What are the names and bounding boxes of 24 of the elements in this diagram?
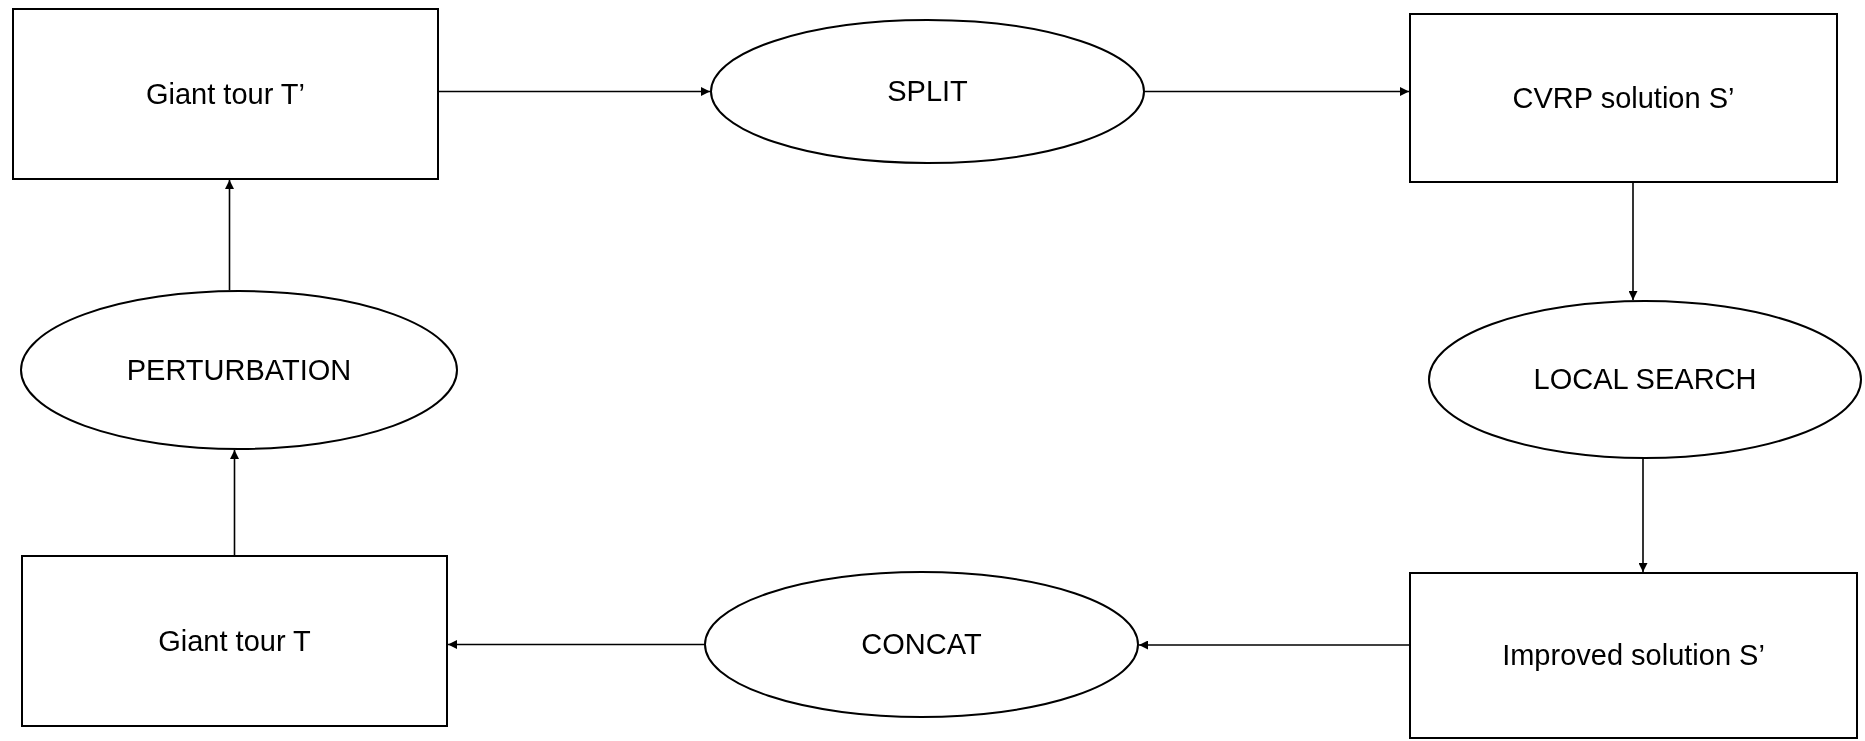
- process-box: [1409, 13, 1838, 183]
- arrow: [1638, 458, 1648, 573]
- node-label: Giant tour T: [158, 624, 311, 658]
- node-label: PERTURBATION: [126, 353, 352, 387]
- process-ellipse: [710, 19, 1145, 164]
- node-label: SPLIT: [887, 75, 968, 108]
- arrow: [1138, 640, 1410, 650]
- arrow: [1628, 182, 1638, 301]
- process-ellipse: [20, 290, 458, 450]
- node-label: CVRP solution S’: [1512, 81, 1735, 115]
- process-box: [21, 555, 448, 727]
- node-label: Improved solution S’: [1502, 639, 1765, 672]
- node-label: CONCAT: [861, 628, 982, 661]
- arrow: [225, 179, 234, 291]
- process-ellipse: [1428, 300, 1862, 459]
- node-label: LOCAL SEARCH: [1533, 363, 1757, 396]
- arrow: [447, 640, 705, 649]
- process-box: [12, 8, 439, 180]
- process-box: [1409, 572, 1858, 739]
- arrow: [1144, 87, 1410, 96]
- arrow: [230, 449, 239, 556]
- node-label: Giant tour T’: [145, 77, 305, 111]
- arrow: [438, 87, 711, 96]
- process-ellipse: [704, 571, 1139, 718]
